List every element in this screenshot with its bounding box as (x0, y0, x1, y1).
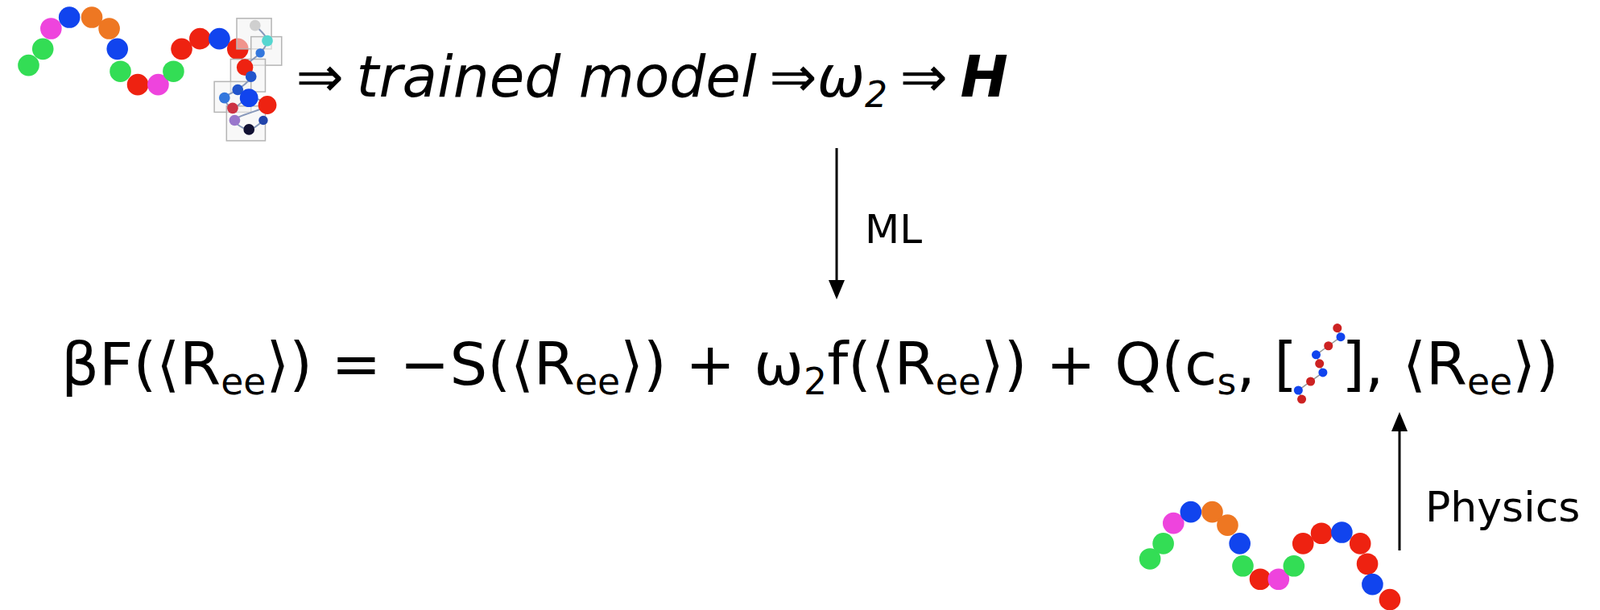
atom (255, 48, 265, 58)
subscript: 2 (864, 74, 888, 116)
helix-bead (1306, 376, 1315, 386)
bead (1216, 514, 1239, 537)
helix-glyph (1294, 323, 1346, 405)
equation: βF(⟨Ree⟩) = −S(⟨Ree⟩) + ω2f(⟨Ree⟩) + Q(c… (61, 329, 1559, 406)
helix-bead (1318, 367, 1328, 377)
bead (106, 38, 129, 61)
bead (1349, 533, 1372, 555)
physics-arrow (1391, 412, 1408, 551)
atom (243, 124, 255, 136)
atom (219, 92, 231, 104)
bead (1331, 521, 1353, 544)
helix-bead (1311, 350, 1321, 360)
subscript: ee (220, 360, 266, 404)
subscript: ee (1467, 360, 1513, 404)
ml-arrow (828, 148, 845, 300)
equation-term: ⟩) (1512, 330, 1559, 399)
atom (258, 115, 268, 125)
atom (245, 70, 257, 83)
bead (1249, 568, 1272, 591)
bead (208, 28, 231, 50)
equation-term: f(⟨R (826, 330, 936, 399)
arrow-head (828, 280, 845, 300)
bead (40, 17, 63, 40)
subscript: s (1217, 360, 1237, 404)
bead (1283, 555, 1306, 578)
bead (127, 74, 149, 96)
ml-label-holder: ML (864, 205, 922, 254)
bead (1152, 533, 1175, 555)
bead (1361, 574, 1384, 596)
subscript: 2 (803, 360, 827, 404)
bead (1379, 589, 1402, 610)
bead (1180, 501, 1203, 524)
sequence-chain (1139, 501, 1401, 610)
atom (258, 95, 278, 115)
helix-bead (1297, 395, 1307, 405)
bead (1232, 555, 1254, 578)
bead (1292, 533, 1315, 555)
helix-bead (1332, 323, 1342, 333)
equation-term: , [ (1236, 330, 1298, 399)
equation-term: ⟩) + Q(c (980, 330, 1217, 399)
folded-structure (214, 18, 282, 141)
pipeline-text: H (960, 43, 1009, 111)
pipeline-text: ⇒ (768, 43, 817, 111)
helix-slot (1297, 334, 1342, 394)
pipeline-text: ⇒ (296, 43, 344, 111)
pipeline-text: trained model (356, 43, 757, 111)
equation-term: ], ⟨R (1341, 330, 1468, 399)
bead (1228, 533, 1251, 555)
atom (261, 35, 273, 47)
physics-label-holder: Physics (1425, 482, 1580, 533)
bead (1310, 522, 1333, 545)
atom (227, 102, 239, 114)
equation-term: βF(⟨R (61, 330, 221, 399)
bead (189, 28, 211, 50)
atom (239, 88, 259, 108)
arrow-head (1391, 412, 1408, 432)
bead (1356, 553, 1379, 575)
helix-bead (1314, 359, 1324, 368)
top-line: ⇒trained model⇒ω2⇒H (283, 42, 1009, 116)
helix-bead (1323, 341, 1333, 351)
arrow-label: Physics (1425, 483, 1580, 532)
pipeline-text: ⇒ (900, 43, 948, 111)
pipeline-text: ω (817, 43, 865, 111)
subscript: ee (935, 360, 981, 404)
atom (249, 20, 261, 32)
equation-term: ⟩) + ω (620, 330, 804, 399)
bead (17, 54, 40, 77)
bead (170, 38, 193, 61)
equation-term: ⟩) = −S(⟨R (265, 330, 575, 399)
arrow-shaft (1398, 428, 1402, 551)
backbone (224, 25, 268, 130)
bead (32, 38, 54, 61)
bead (109, 60, 132, 83)
bead (58, 6, 81, 29)
subscript: ee (574, 360, 621, 404)
atom (229, 115, 241, 127)
helix-backbone (1298, 328, 1341, 400)
bead (162, 60, 185, 83)
arrow-label: ML (864, 206, 922, 253)
bead (98, 17, 120, 40)
arrow-shaft (835, 148, 839, 284)
